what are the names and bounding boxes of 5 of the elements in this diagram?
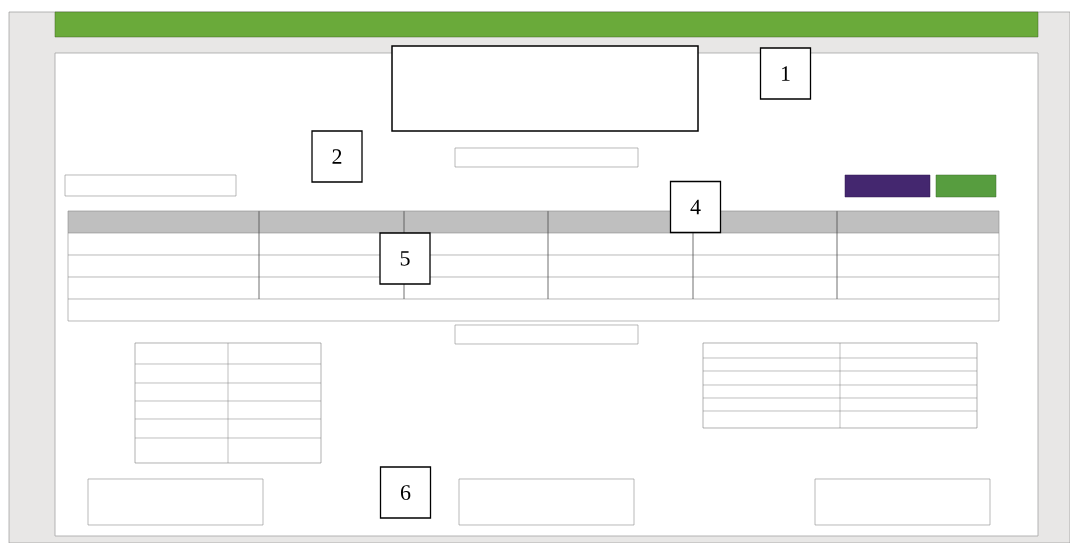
callout-number: 4 — [669, 180, 722, 234]
callout-number: 5 — [379, 232, 431, 285]
callout-number: 1 — [759, 47, 812, 100]
callout-number: 6 — [379, 466, 432, 519]
callout-number: 2 — [311, 130, 363, 183]
